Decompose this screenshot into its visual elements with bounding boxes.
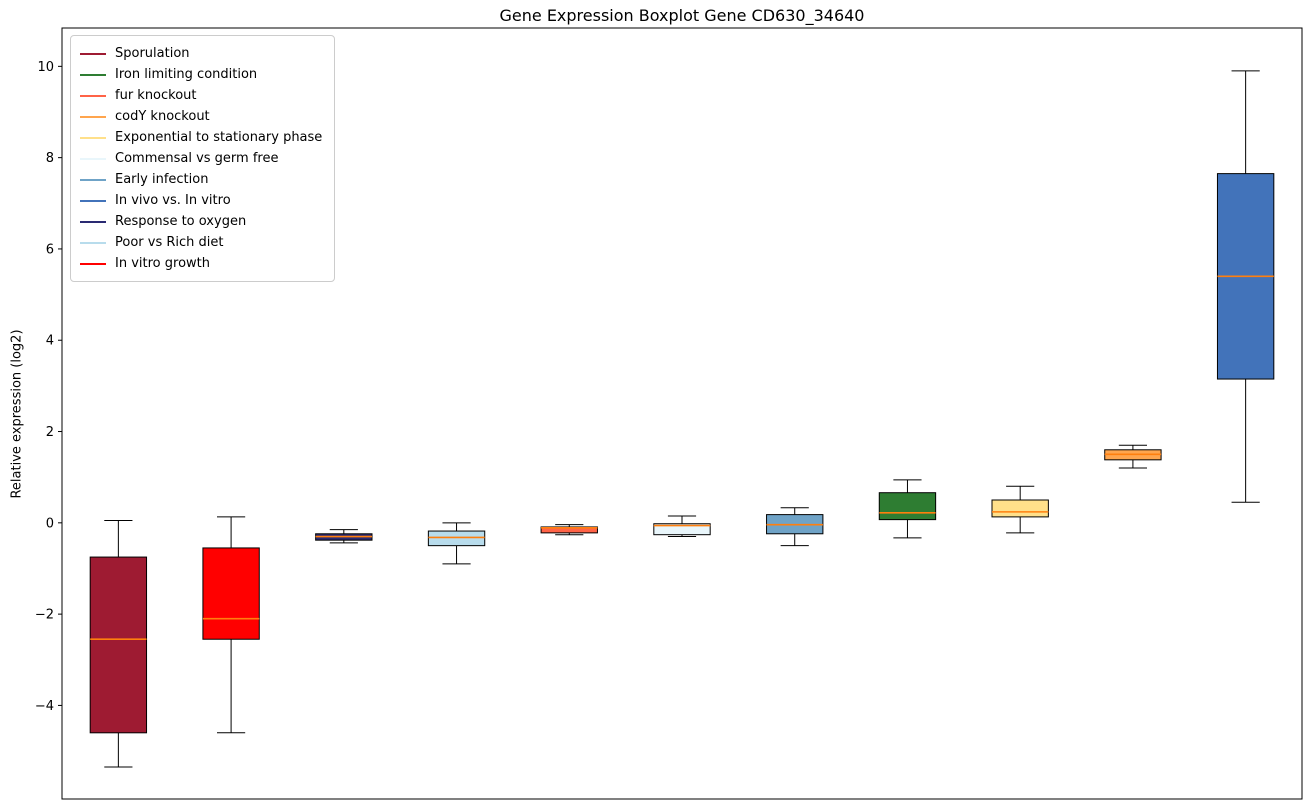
box-response-to-oxygen [315, 529, 373, 544]
box-rect [427, 530, 486, 547]
legend-label: Early infection [115, 172, 209, 187]
y-tick-label: 2 [46, 425, 54, 440]
box-in-vitro-growth [202, 516, 260, 734]
legend-swatch [80, 52, 106, 55]
legend-item-early-infection: Early infection [80, 169, 322, 190]
legend-item-response-to-oxygen: Response to oxygen [80, 211, 322, 232]
plot-frame [61, 27, 1303, 800]
legend-item-commensal-vs-germ-free: Commensal vs germ free [80, 148, 322, 169]
y-tick-label: 10 [37, 60, 54, 75]
legend-label: In vitro growth [115, 256, 210, 271]
legend-label: codY knockout [115, 109, 210, 124]
legend-label: Sporulation [115, 46, 190, 61]
y-tick-label: −4 [35, 699, 54, 714]
legend-swatch [80, 157, 106, 160]
y-axis-label: Relative expression (log2) [9, 329, 25, 499]
box-commensal-vs-germ-free [653, 515, 711, 538]
y-tick-label: 8 [46, 151, 54, 166]
legend-item-sporulation: Sporulation [80, 43, 322, 64]
legend-item-cody-knockout: codY knockout [80, 106, 322, 127]
box-sporulation [89, 520, 148, 768]
legend-label: Commensal vs germ free [115, 151, 279, 166]
legend-label: In vivo vs. In vitro [115, 193, 231, 208]
y-tick-label: 0 [46, 516, 54, 531]
box-early-infection [766, 507, 824, 547]
legend-item-in-vivo-vs-in-vitro: In vivo vs. In vitro [80, 190, 322, 211]
box-cody-knockout [1104, 444, 1162, 469]
box-iron-limiting-condition [878, 479, 937, 539]
box-rect [878, 492, 937, 521]
legend-swatch [80, 199, 106, 202]
legend-swatch [80, 73, 106, 76]
y-tick-label: 6 [46, 242, 54, 257]
box-poor-vs-rich-diet [427, 522, 486, 565]
legend-label: fur knockout [115, 88, 197, 103]
box-fur-knockout [540, 524, 598, 536]
box-in-vivo-vs-in-vitro [1216, 70, 1275, 503]
legend-label: Response to oxygen [115, 214, 247, 229]
legend-item-iron-limiting-condition: Iron limiting condition [80, 64, 322, 85]
legend-swatch [80, 220, 106, 223]
legend-item-poor-vs-rich-diet: Poor vs Rich diet [80, 232, 322, 253]
box-rect [202, 547, 260, 640]
legend-label: Exponential to stationary phase [115, 130, 323, 145]
legend-label: Iron limiting condition [115, 67, 258, 82]
y-tick-label: 4 [46, 334, 54, 349]
box-rect [991, 499, 1049, 518]
chart-title: Gene Expression Boxplot Gene CD630_34640 [499, 6, 865, 25]
box-rect [653, 523, 711, 536]
y-tick-label: −2 [35, 608, 54, 623]
legend-swatch [80, 241, 106, 244]
legend-swatch [80, 94, 106, 97]
legend-swatch [80, 136, 106, 139]
legend-item-in-vitro-growth: In vitro growth [80, 253, 322, 274]
box-rect [89, 556, 148, 734]
box-rect [540, 526, 598, 534]
legend-swatch [80, 262, 106, 265]
legend-swatch [80, 178, 106, 181]
legend-swatch [80, 115, 106, 118]
legend-item-exponential-to-stationary-phase: Exponential to stationary phase [80, 127, 322, 148]
legend-label: Poor vs Rich diet [115, 235, 224, 250]
legend-item-fur-knockout: fur knockout [80, 85, 322, 106]
box-exponential-to-stationary-phase [991, 485, 1049, 534]
